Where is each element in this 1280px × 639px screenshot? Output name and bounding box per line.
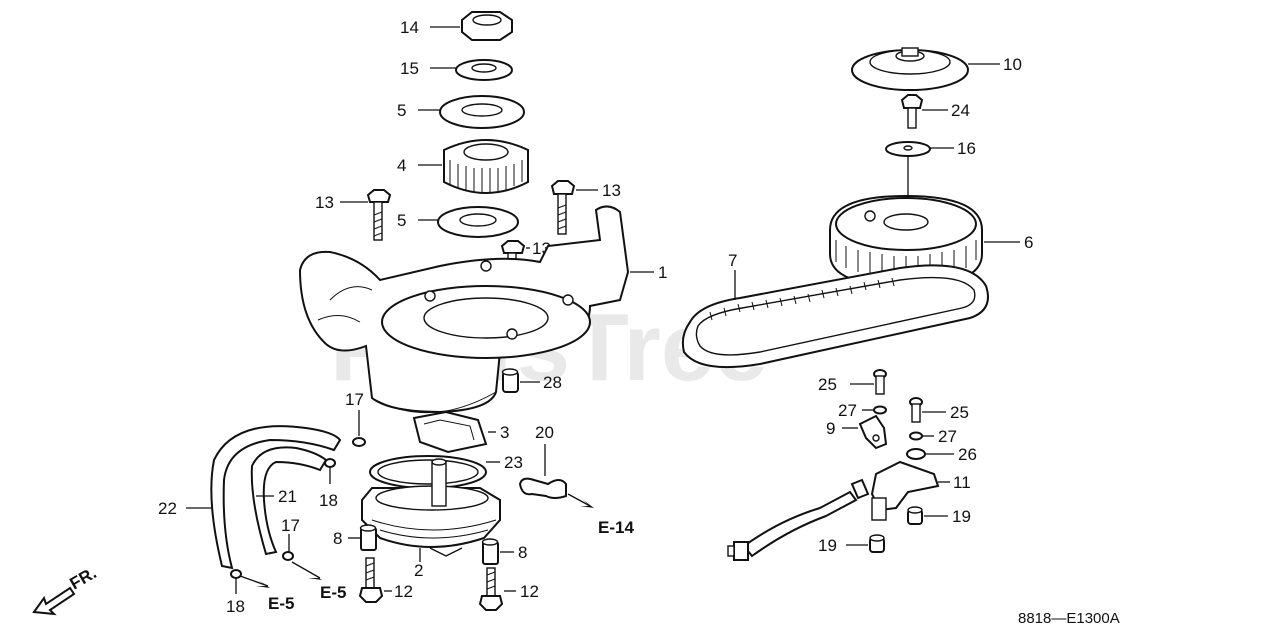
part-13-bolt-left[interactable] <box>366 189 392 241</box>
part-19-grommet-lower[interactable] <box>869 534 885 553</box>
callout-25b[interactable]: 25 <box>950 403 969 422</box>
callout-8a[interactable]: 8 <box>333 529 342 548</box>
part-4-pulley-sprocket[interactable] <box>443 139 529 194</box>
callout-21[interactable]: 21 <box>278 487 297 506</box>
part-20-elbow-hose[interactable] <box>518 477 567 499</box>
callout-1[interactable]: 1 <box>658 263 667 282</box>
part-15-washer[interactable] <box>455 59 513 81</box>
callout-13b[interactable]: 13 <box>602 181 621 200</box>
part-12-bolt-right[interactable] <box>478 567 504 611</box>
callout-8b[interactable]: 8 <box>518 543 527 562</box>
part-26-grommet[interactable] <box>906 448 926 460</box>
arrow-e5a-line <box>239 575 269 587</box>
callout-12b[interactable]: 12 <box>520 582 539 601</box>
arrow-e5b-head <box>308 572 322 580</box>
part-12-bolt-left[interactable] <box>358 557 384 603</box>
part-9-bracket[interactable] <box>858 414 888 450</box>
callout-16[interactable]: 16 <box>957 139 976 158</box>
part-5-plate-upper[interactable] <box>439 95 525 129</box>
callout-25a[interactable]: 25 <box>818 375 837 394</box>
part-8-collar-right[interactable] <box>481 538 499 565</box>
part-28-collar[interactable] <box>501 368 519 393</box>
part-24-bolt[interactable] <box>900 94 924 129</box>
callout-9[interactable]: 9 <box>826 419 835 438</box>
callout-18a[interactable]: 18 <box>319 491 338 510</box>
part-17-clip-upper[interactable] <box>352 437 366 447</box>
callout-3[interactable]: 3 <box>500 423 509 442</box>
callout-20[interactable]: 20 <box>535 423 554 442</box>
arrow-e14-head <box>580 499 594 508</box>
part-18-clip-lower[interactable] <box>230 569 242 579</box>
part-22-hose[interactable] <box>210 425 342 570</box>
callout-11[interactable]: 11 <box>953 473 971 492</box>
callout-24[interactable]: 24 <box>951 101 970 120</box>
part-23-o-ring[interactable] <box>369 455 487 489</box>
part-27-washer-right[interactable] <box>909 431 923 441</box>
diagram-code: 8818—E1300A <box>1018 610 1120 627</box>
part-8-collar-left[interactable] <box>359 524 377 551</box>
callout-19b[interactable]: 19 <box>818 536 837 555</box>
callout-27a[interactable]: 27 <box>838 401 857 420</box>
ref-e5a[interactable]: E-5 <box>268 594 294 613</box>
part-1-housing[interactable] <box>298 205 630 414</box>
callout-18b[interactable]: 18 <box>226 597 245 616</box>
part-14-nut[interactable] <box>461 11 513 41</box>
part-5-plate-lower[interactable] <box>437 206 519 238</box>
part-25-bolt-left[interactable] <box>873 369 887 395</box>
part-25-bolt-right[interactable] <box>909 397 923 423</box>
callout-22[interactable]: 22 <box>158 499 177 518</box>
callout-19a[interactable]: 19 <box>952 507 971 526</box>
callout-12a[interactable]: 12 <box>394 582 413 601</box>
arrow-e5a-head <box>256 580 270 588</box>
callout-6[interactable]: 6 <box>1024 233 1033 252</box>
part-16-washer[interactable] <box>885 141 931 157</box>
callout-10[interactable]: 10 <box>1003 55 1022 74</box>
part-27-washer-left[interactable] <box>873 405 887 415</box>
part-2-base[interactable] <box>361 458 501 557</box>
ref-e14[interactable]: E-14 <box>598 518 634 537</box>
callout-26[interactable]: 26 <box>958 445 977 464</box>
front-direction-arrow <box>32 586 76 616</box>
ref-e5b[interactable]: E-5 <box>320 583 346 602</box>
callout-4[interactable]: 4 <box>397 156 406 175</box>
callout-5b[interactable]: 5 <box>397 211 406 230</box>
part-11-pulser-coil[interactable] <box>727 460 940 561</box>
part-7-timing-belt[interactable] <box>681 264 989 369</box>
part-3-seal[interactable] <box>412 410 488 454</box>
part-17-clip-lower[interactable] <box>282 551 294 561</box>
callout-14[interactable]: 14 <box>400 18 419 37</box>
callout-28[interactable]: 28 <box>543 373 562 392</box>
callout-13a[interactable]: 13 <box>315 193 334 212</box>
callout-2[interactable]: 2 <box>414 561 423 580</box>
callout-17b[interactable]: 17 <box>281 516 300 535</box>
part-13-bolt-right[interactable] <box>550 180 576 235</box>
part-18-clip-upper[interactable] <box>324 458 336 468</box>
callout-23[interactable]: 23 <box>504 453 523 472</box>
callout-27b[interactable]: 27 <box>938 427 957 446</box>
part-10-pulley-cover[interactable] <box>851 47 969 91</box>
arrow-e14-line <box>567 493 591 507</box>
part-19-grommet-right[interactable] <box>907 506 923 525</box>
callout-15[interactable]: 15 <box>400 59 419 78</box>
callout-7[interactable]: 7 <box>728 251 737 270</box>
callout-17a[interactable]: 17 <box>345 390 364 409</box>
callout-5a[interactable]: 5 <box>397 101 406 120</box>
